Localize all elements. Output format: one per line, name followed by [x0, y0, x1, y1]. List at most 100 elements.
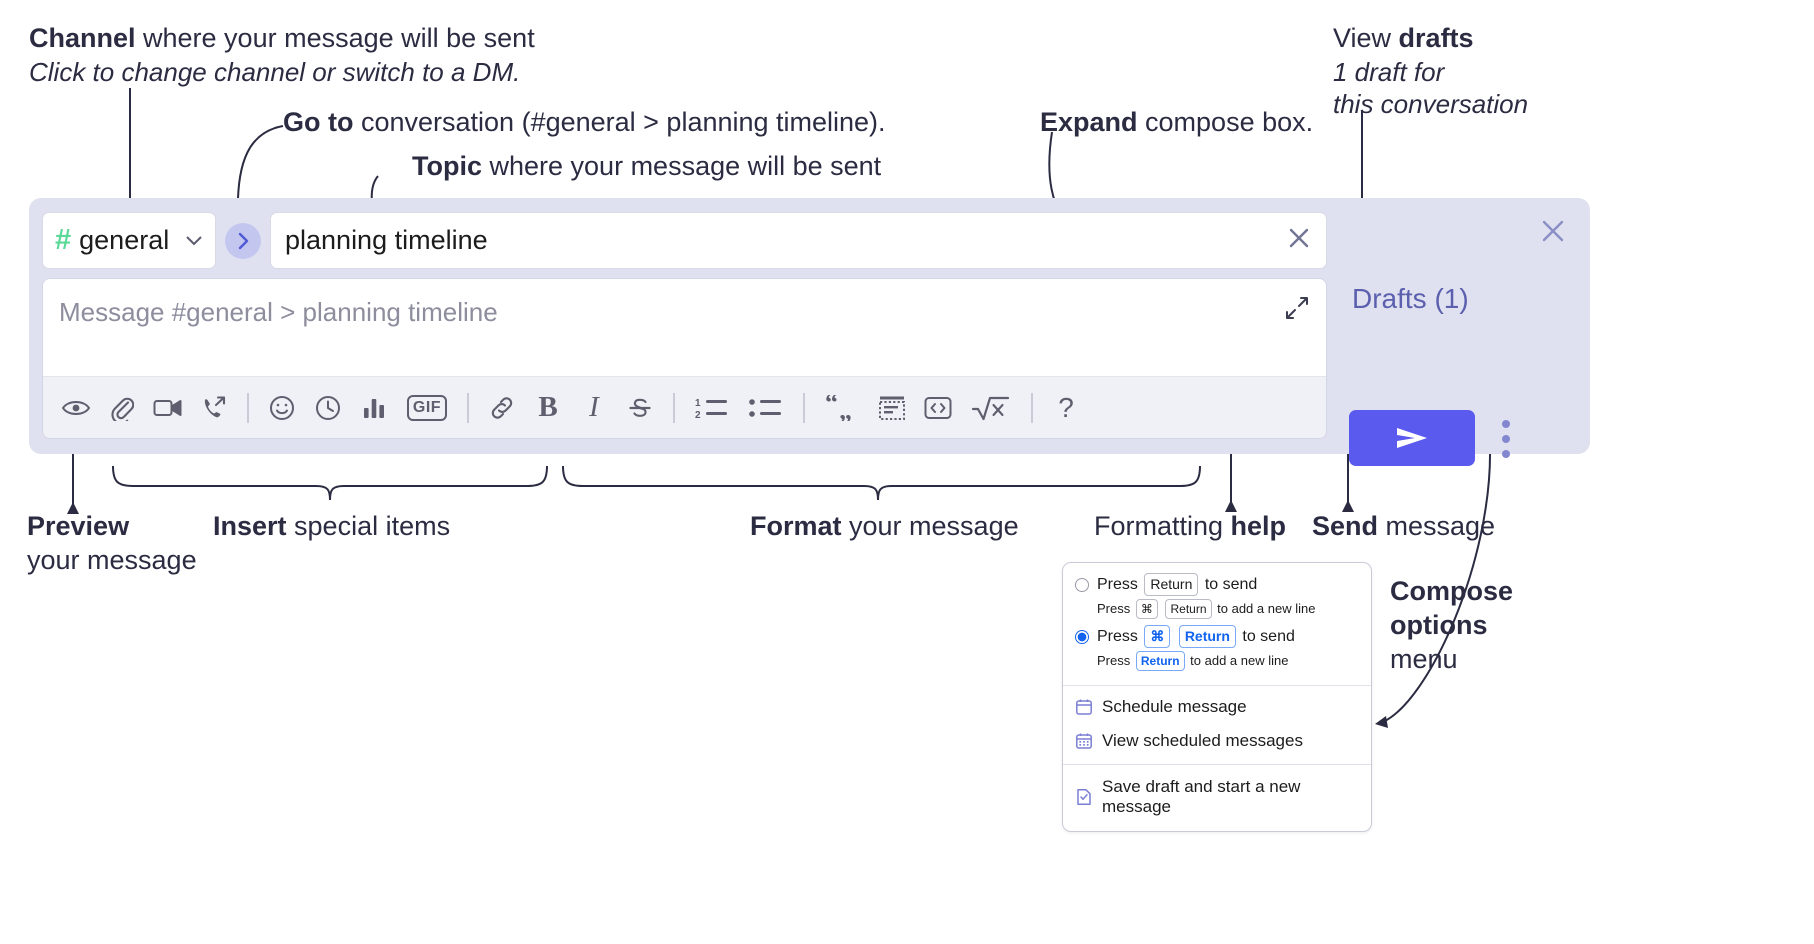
annotation-insert-rest: special items	[286, 511, 451, 541]
toolbar-divider-4	[803, 392, 805, 423]
link-icon[interactable]	[483, 389, 521, 427]
send-arrow-icon	[1397, 428, 1427, 448]
code-block-icon[interactable]	[873, 389, 911, 427]
annotation-help-prefix: Formatting	[1094, 511, 1231, 541]
radio-selected-icon[interactable]	[1075, 629, 1089, 644]
clock-icon[interactable]	[309, 389, 347, 427]
compose-options-button[interactable]	[1502, 420, 1510, 458]
menu-divider-2	[1063, 764, 1371, 765]
annotation-goto: Go to conversation (#general > planning …	[283, 106, 886, 140]
poll-icon[interactable]	[355, 389, 393, 427]
topic-field[interactable]: planning timeline	[270, 212, 1327, 269]
topic-value: planning timeline	[285, 225, 488, 255]
menu-item-label: Save draft and start a new message	[1102, 777, 1301, 816]
option2-sub-key: Return	[1135, 651, 1185, 671]
toolbar-divider	[247, 392, 249, 423]
option1-subtext: Press ⌘ Return to add a new line	[1075, 599, 1359, 619]
option1-key: Return	[1144, 573, 1199, 596]
expand-icon[interactable]	[1284, 295, 1310, 321]
schedule-section: Schedule message View scheduled messages	[1063, 686, 1371, 764]
annotation-channel: Channel where your message will be sent …	[29, 22, 535, 88]
send-button[interactable]	[1349, 410, 1475, 466]
help-icon[interactable]: ?	[1058, 391, 1074, 423]
annotation-insert-bold: Insert	[213, 511, 287, 541]
chevron-down-icon	[185, 230, 203, 251]
bold-icon[interactable]: B	[538, 391, 558, 423]
channel-selector[interactable]: # general	[42, 212, 216, 269]
annotation-expand-rest: compose box.	[1137, 107, 1314, 137]
option2-sub-pre: Press	[1097, 653, 1131, 668]
drafts-link[interactable]: Drafts (1)	[1352, 283, 1469, 314]
menu-item-save-draft[interactable]: Save draft and start a new message	[1063, 770, 1371, 824]
option-cmd-return-to-send[interactable]: Press ⌘ Return to send	[1075, 625, 1359, 648]
draft-section: Save draft and start a new message	[1063, 765, 1371, 831]
ordered-list-icon[interactable]: 1 2	[689, 389, 735, 427]
emoji-icon[interactable]	[263, 389, 301, 427]
channel-name: general	[79, 225, 170, 255]
kebab-dot	[1502, 450, 1510, 458]
annotation-format-rest: your message	[841, 511, 1019, 541]
message-editor: Message #general > planning timeline	[42, 278, 1327, 439]
strikethrough-icon[interactable]	[621, 389, 659, 427]
annotation-drafts-line3: this conversation	[1333, 89, 1529, 120]
menu-item-label: View scheduled messages	[1102, 731, 1303, 750]
option2-key2: Return	[1178, 625, 1236, 648]
save-draft-icon	[1075, 788, 1093, 806]
menu-item-view-scheduled-messages[interactable]: View scheduled messages	[1063, 724, 1371, 758]
kebab-dot	[1502, 435, 1510, 443]
message-input[interactable]: Message #general > planning timeline	[43, 279, 1326, 376]
attachment-icon[interactable]	[103, 389, 141, 427]
annotation-formatting-help: Formatting help	[1094, 510, 1286, 544]
option2-key1: ⌘	[1144, 625, 1171, 648]
goto-conversation-button[interactable]	[225, 222, 261, 259]
annotation-help-bold: help	[1230, 511, 1287, 541]
inline-code-icon[interactable]	[919, 389, 957, 427]
audio-call-icon[interactable]	[195, 389, 233, 427]
kebab-dot	[1502, 420, 1510, 428]
close-compose-icon[interactable]	[1538, 216, 1568, 252]
blockquote-icon[interactable]: “ „	[819, 389, 865, 427]
option1-sub-post: to add a new line	[1217, 601, 1316, 616]
option-return-to-send[interactable]: Press Return to send	[1075, 573, 1359, 596]
compose-box: # general planning timeline	[29, 198, 1590, 466]
annotation-channel-rest: where your message will be sent	[135, 23, 535, 53]
math-icon[interactable]	[965, 389, 1017, 427]
toolbar-divider-2	[467, 392, 469, 423]
annotation-drafts-line2: 1 draft for	[1333, 56, 1445, 87]
annotation-goto-rest: conversation (#general > planning timeli…	[353, 107, 886, 137]
option1-sub-key2: Return	[1165, 599, 1212, 619]
compose-main-column: # general planning timeline	[42, 212, 1327, 439]
annotation-compose-line3: menu	[1390, 643, 1458, 674]
option2-pre: Press	[1097, 628, 1138, 645]
video-icon[interactable]	[149, 389, 187, 427]
annotation-compose-line2: options	[1390, 609, 1488, 640]
annotation-topic: Topic where your message will be sent	[412, 150, 881, 184]
svg-text:2: 2	[695, 410, 701, 420]
option1-sub-pre: Press	[1097, 601, 1131, 616]
italic-icon[interactable]: I	[589, 391, 599, 423]
message-placeholder: Message #general > planning timeline	[59, 297, 498, 327]
toolbar-divider-5	[1031, 392, 1033, 423]
annotation-drafts-bold: drafts	[1398, 23, 1474, 53]
menu-item-label: Schedule message	[1102, 697, 1247, 716]
calendar-grid-icon	[1075, 732, 1093, 750]
compose-right-rail: Drafts (1)	[1327, 198, 1590, 466]
compose-options-menu: Press Return to send Press ⌘ Return to a…	[1062, 562, 1372, 832]
annotation-topic-bold: Topic	[412, 151, 482, 181]
close-icon[interactable]	[1286, 225, 1312, 257]
annotation-expand: Expand compose box.	[1040, 106, 1313, 140]
gif-icon[interactable]: GIF	[401, 389, 453, 427]
menu-item-schedule-message[interactable]: Schedule message	[1063, 690, 1371, 724]
annotation-expand-bold: Expand	[1040, 107, 1138, 137]
annotation-preview: Preview your message	[27, 510, 197, 578]
menu-divider	[1063, 685, 1371, 686]
preview-icon[interactable]	[57, 389, 95, 427]
radio-unselected-icon[interactable]	[1075, 577, 1089, 592]
option1-sub-key1: ⌘	[1135, 599, 1158, 619]
annotation-compose-options: Compose options menu	[1390, 575, 1513, 676]
bullet-list-icon[interactable]	[743, 389, 789, 427]
calendar-icon	[1075, 698, 1093, 716]
annotation-send-rest: message	[1378, 511, 1496, 541]
